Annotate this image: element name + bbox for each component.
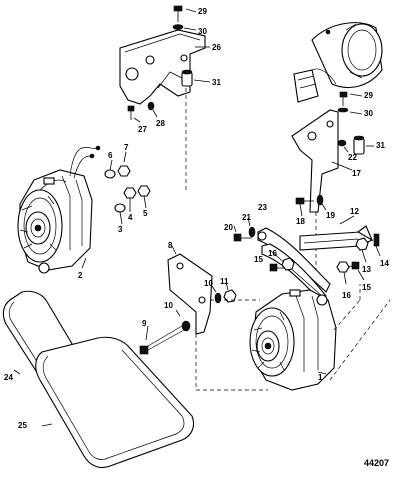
washer-10-left	[175, 309, 191, 332]
callout-1: 1	[318, 373, 323, 382]
washer-22	[337, 139, 349, 153]
small-bracket	[167, 245, 213, 335]
callout-29b: 29	[364, 91, 373, 100]
callout-31b: 31	[376, 141, 385, 150]
bolt-18	[295, 197, 314, 217]
bolt-9	[139, 325, 185, 355]
washer-30-right	[337, 107, 363, 115]
callout-14: 14	[380, 259, 389, 268]
alternator-right	[249, 289, 337, 391]
callout-5: 5	[143, 209, 148, 218]
callout-labels: 1 2 3 4 5 6 7 8 9 10 10 11 12 13 14 15 1…	[4, 7, 389, 430]
callout-16a: 16	[268, 249, 277, 258]
callout-26: 26	[212, 43, 221, 52]
callout-6: 6	[108, 151, 113, 160]
washer-21	[247, 217, 256, 238]
figure-number: 44207	[364, 458, 389, 468]
callout-17: 17	[352, 169, 361, 178]
nut-16-mid	[281, 257, 295, 271]
bolt-29-top	[173, 5, 197, 22]
spacer-31-top	[181, 69, 211, 87]
alternator-wires	[69, 145, 101, 179]
callout-23: 23	[258, 203, 267, 212]
callout-16b: 16	[342, 291, 351, 300]
nut-11	[223, 281, 237, 303]
callout-2: 2	[78, 271, 83, 280]
callout-9: 9	[142, 319, 147, 328]
washer-28	[147, 101, 158, 118]
callout-28: 28	[156, 119, 165, 128]
callout-18: 18	[296, 217, 305, 226]
drive-belt-25	[35, 336, 195, 469]
callout-11: 11	[220, 277, 229, 286]
callout-19: 19	[326, 211, 335, 220]
adjusting-arm	[257, 227, 331, 301]
callout-8: 8	[168, 241, 173, 250]
callout-15a: 15	[254, 255, 263, 264]
nut-16-right	[336, 261, 350, 285]
callout-10b: 10	[204, 279, 213, 288]
bolt-27	[127, 105, 141, 123]
right-mounting-bracket	[291, 109, 353, 213]
nut-5	[137, 185, 151, 209]
nut-7	[117, 151, 131, 177]
motor-housing	[293, 22, 383, 103]
upper-mounting-bracket	[119, 29, 206, 105]
callout-24: 24	[4, 373, 13, 382]
callout-25: 25	[18, 421, 27, 430]
spacer-31-right	[353, 135, 374, 155]
callout-30a: 30	[198, 27, 207, 36]
pivot-rod	[299, 215, 374, 251]
callout-10a: 10	[164, 301, 173, 310]
washer-30-top	[172, 24, 197, 31]
callout-4: 4	[128, 213, 133, 222]
callout-20: 20	[224, 223, 233, 232]
bolt-29-right	[339, 91, 363, 106]
callout-30b: 30	[364, 109, 373, 118]
washer-10-right	[211, 285, 222, 304]
washer-19	[316, 194, 327, 211]
nut-4	[123, 187, 137, 212]
callout-31a: 31	[212, 78, 221, 87]
callout-21: 21	[242, 213, 251, 222]
callout-15b: 15	[362, 283, 371, 292]
nut-13	[355, 237, 369, 263]
bolt-20	[233, 225, 252, 242]
pin-14	[373, 233, 381, 257]
callout-29a: 29	[198, 7, 207, 16]
callout-12: 12	[350, 207, 359, 216]
alternator-left	[17, 169, 93, 274]
callout-13: 13	[362, 265, 371, 274]
washer-6	[104, 159, 116, 179]
callout-22: 22	[348, 153, 357, 162]
washer-3	[114, 203, 126, 225]
callout-7: 7	[124, 143, 129, 152]
callout-3: 3	[118, 225, 123, 234]
callout-27: 27	[138, 125, 147, 134]
